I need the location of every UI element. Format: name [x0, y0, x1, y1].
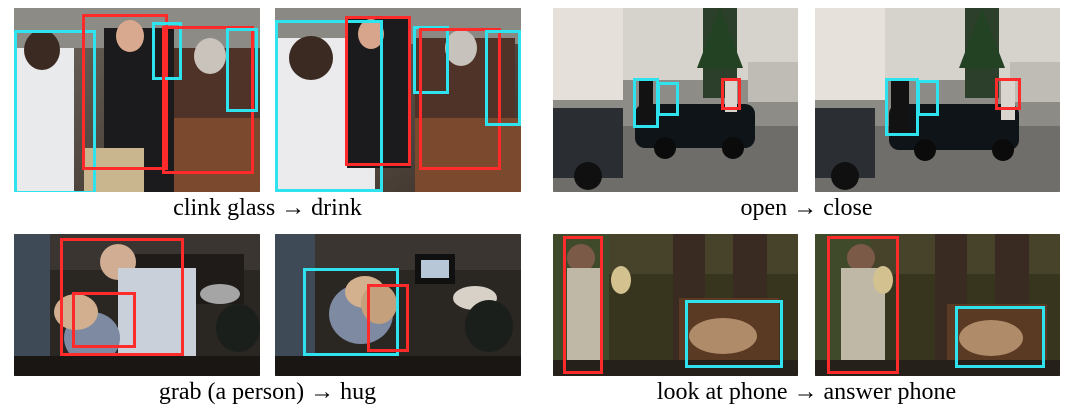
photo-look-at-phone	[553, 234, 798, 376]
photo-open	[553, 8, 798, 192]
photo-hug	[275, 234, 521, 376]
photo-clink-glass	[14, 8, 260, 192]
photo-close	[815, 8, 1060, 192]
caption-grab-hug: grab (a person) → hug	[158, 379, 377, 405]
photo-grab	[14, 234, 260, 376]
caption-open-close: open → close	[740, 195, 873, 221]
photo-drink	[275, 8, 521, 192]
photo-answer-phone	[815, 234, 1060, 376]
caption-look-answer-phone: look at phone → answer phone	[656, 379, 957, 405]
caption-clink-drink: clink glass → drink	[173, 195, 362, 221]
